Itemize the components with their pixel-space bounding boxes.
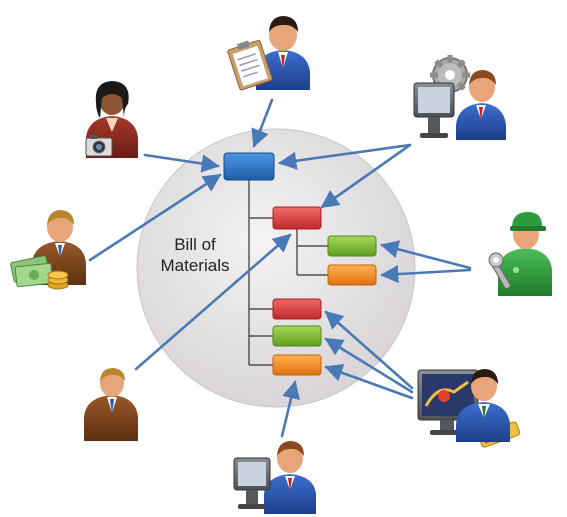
arrows xyxy=(88,98,472,438)
bom-node-green-1[interactable] xyxy=(327,235,377,257)
arrow-manager-red1 xyxy=(134,233,292,371)
manager-person-icon xyxy=(84,368,138,441)
bom-node-orange-2[interactable] xyxy=(272,354,322,376)
arrow-service-orange1 xyxy=(380,264,472,284)
arrow-planner-root xyxy=(251,98,274,148)
bom-label-line2: Materials xyxy=(160,256,230,275)
bom-node-orange-1[interactable] xyxy=(327,264,377,286)
bom-root-node[interactable] xyxy=(223,152,275,181)
finance-person-icon xyxy=(10,210,86,290)
bom-label-line1: Bill of xyxy=(174,235,216,254)
computer-icon xyxy=(233,457,271,509)
arrow-designer-green2 xyxy=(324,337,414,394)
arrow-service-green1 xyxy=(380,240,472,270)
camera-icon xyxy=(85,135,113,157)
bom-node-red-1[interactable] xyxy=(272,206,322,230)
tree-connectors xyxy=(248,180,328,366)
computer-icon xyxy=(413,82,455,138)
arrow-designer-orange2 xyxy=(324,363,414,400)
marketing-person-icon xyxy=(85,81,138,158)
arrow-engineer-red1 xyxy=(320,143,412,209)
designer-person-icon xyxy=(417,369,521,448)
operator-person-icon xyxy=(233,441,316,514)
gear-icon xyxy=(430,55,470,95)
bom-node-red-2[interactable] xyxy=(272,298,322,320)
bom-center-label: Bill of Materials xyxy=(150,234,240,276)
arrow-engineer-root xyxy=(278,143,412,170)
arrow-finance-root xyxy=(88,173,222,262)
arrow-marketing-root xyxy=(143,153,220,173)
planner-person-icon xyxy=(227,16,310,91)
arrow-operator-orange2 xyxy=(280,380,301,438)
wrench-icon xyxy=(488,252,511,290)
bom-node-green-2[interactable] xyxy=(272,325,322,347)
arrow-designer-red2 xyxy=(324,310,414,390)
engineer-person-icon xyxy=(413,55,506,140)
clipboard-icon xyxy=(227,39,273,91)
bom-circle xyxy=(136,128,416,408)
service-person-icon xyxy=(488,212,552,296)
money-icon xyxy=(10,255,69,290)
